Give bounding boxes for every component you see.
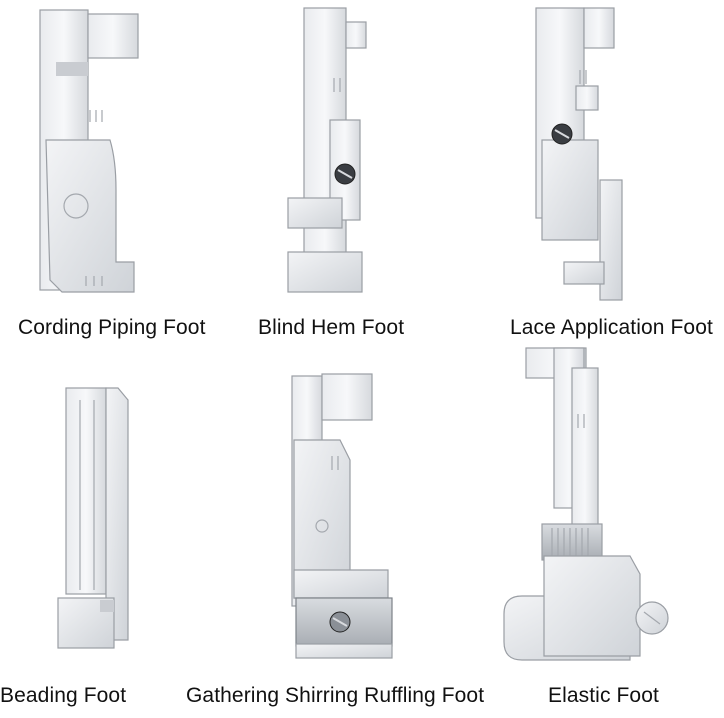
gathering-shirring-ruffling-foot-image xyxy=(291,373,393,659)
foot-gathering-shirring-ruffling: Gathering Shirring Ruffling Foot xyxy=(186,360,484,718)
cording-piping-foot-label: Cording Piping Foot xyxy=(18,316,206,339)
beading-foot-image xyxy=(57,387,129,649)
foot-beading: Beading Foot xyxy=(0,360,240,718)
lace-application-foot-label: Lace Application Foot xyxy=(510,316,713,339)
elastic-foot-label: Elastic Foot xyxy=(548,684,659,707)
lace-application-foot-image xyxy=(535,7,623,301)
foot-elastic: Elastic Foot xyxy=(480,347,724,718)
blind-hem-foot-label: Blind Hem Foot xyxy=(258,316,405,339)
elastic-foot-image xyxy=(503,347,669,661)
foot-lace-application: Lace Application Foot xyxy=(480,0,724,350)
cording-piping-foot-image xyxy=(39,9,139,293)
gathering-shirring-ruffling-foot-label: Gathering Shirring Ruffling Foot xyxy=(186,684,485,707)
blind-hem-foot-image xyxy=(287,7,367,293)
beading-foot-label: Beading Foot xyxy=(0,684,127,707)
foot-blind-hem: Blind Hem Foot xyxy=(240,0,480,350)
foot-cording-piping: Cording Piping Foot xyxy=(0,0,240,350)
